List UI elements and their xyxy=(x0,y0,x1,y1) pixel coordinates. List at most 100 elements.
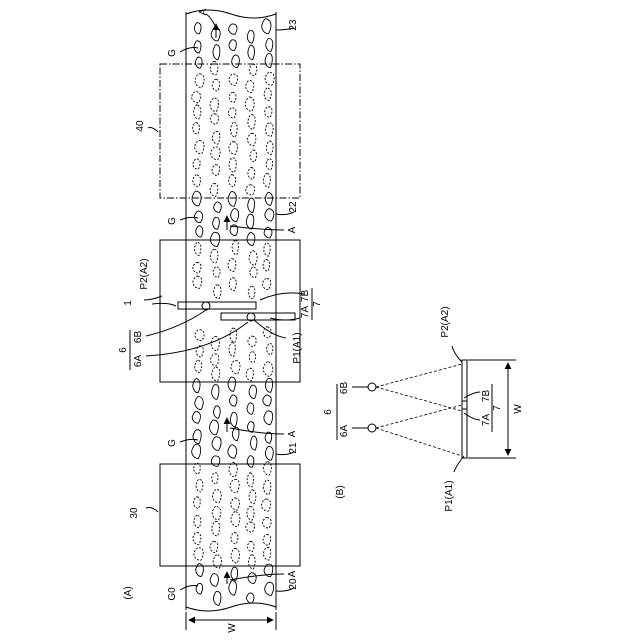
detail-p1-label: P1(A1) xyxy=(444,480,455,511)
granule xyxy=(246,214,253,229)
granule xyxy=(195,360,202,372)
detail-7b-label: 7B xyxy=(481,390,492,403)
granule xyxy=(265,54,272,68)
granule xyxy=(193,532,201,545)
granule xyxy=(228,191,236,206)
granule xyxy=(247,133,255,145)
gap-label-g0: G0 xyxy=(167,587,178,601)
unit-1-label: 1 xyxy=(123,300,134,306)
detail-6b-label: 6B xyxy=(339,382,350,395)
granule xyxy=(192,444,201,458)
granule xyxy=(212,437,221,451)
granule xyxy=(194,463,201,474)
granule xyxy=(263,395,271,406)
granule xyxy=(264,243,270,256)
granule xyxy=(193,122,200,134)
granule xyxy=(230,412,237,427)
web-granules xyxy=(192,19,274,606)
unit-30-box xyxy=(160,464,300,566)
granule xyxy=(229,142,238,155)
granule xyxy=(193,430,201,444)
granule xyxy=(247,541,254,551)
granule xyxy=(210,249,218,262)
unit-1-box xyxy=(160,240,300,382)
granule xyxy=(262,279,270,290)
granule xyxy=(265,446,273,460)
granule xyxy=(195,242,201,255)
web-granules-under-units xyxy=(192,61,275,569)
granule xyxy=(265,72,274,85)
granule xyxy=(210,574,218,587)
granule xyxy=(192,91,201,102)
granule xyxy=(210,232,219,246)
sensor-6-label: 6 xyxy=(118,347,129,353)
granule xyxy=(248,286,255,299)
granule xyxy=(248,115,255,130)
granule xyxy=(229,74,238,85)
granule xyxy=(230,395,237,406)
granule xyxy=(249,490,256,504)
granule xyxy=(229,581,237,595)
gap-label-22: G xyxy=(167,217,178,225)
web-bottom-break xyxy=(186,603,276,611)
granule xyxy=(248,573,256,584)
granule xyxy=(250,436,256,450)
granule xyxy=(194,548,203,560)
part-a: W 30 1 40 xyxy=(118,8,323,632)
granule xyxy=(249,352,255,363)
granule xyxy=(228,445,237,458)
granule xyxy=(193,379,200,393)
sensor-p2-label: P2(A2) xyxy=(139,258,150,289)
granule xyxy=(214,202,222,212)
granule xyxy=(212,79,219,91)
granule xyxy=(195,396,203,409)
granule xyxy=(247,507,254,521)
granule xyxy=(211,456,219,467)
granule xyxy=(265,192,272,205)
granule xyxy=(229,24,237,34)
arrow-a-label-23: A xyxy=(198,8,209,15)
granule xyxy=(212,473,218,484)
granule xyxy=(247,593,254,603)
unit-30: 30 xyxy=(129,464,300,566)
granule xyxy=(265,107,272,117)
granule xyxy=(250,150,256,162)
granule xyxy=(249,555,256,569)
web-width-label: W xyxy=(227,623,238,633)
granule xyxy=(211,336,219,350)
granule xyxy=(195,57,202,68)
granule xyxy=(228,259,236,272)
granule xyxy=(263,259,270,271)
granule xyxy=(210,61,218,74)
granule xyxy=(265,378,272,392)
granule xyxy=(266,159,273,170)
granule xyxy=(210,98,218,111)
gap-label-23: G xyxy=(167,49,178,57)
granule xyxy=(231,498,240,510)
granule xyxy=(248,167,255,179)
sensor-6b-label: 6B xyxy=(133,331,144,344)
web-width-dimension: W xyxy=(186,612,276,633)
granule xyxy=(195,74,204,88)
granule xyxy=(194,41,201,53)
granule xyxy=(264,88,271,101)
granule xyxy=(230,479,239,492)
granule xyxy=(213,267,220,278)
part-b-label: (B) xyxy=(335,485,346,498)
granule xyxy=(212,165,220,176)
granule xyxy=(212,367,220,381)
sensor-7b-label: 7B xyxy=(300,290,311,303)
granule xyxy=(210,541,218,552)
granule xyxy=(212,131,219,144)
granule xyxy=(193,175,201,187)
granule xyxy=(263,547,270,560)
granule xyxy=(231,209,239,222)
granule xyxy=(228,108,236,118)
granule xyxy=(229,278,236,291)
granule xyxy=(194,23,201,34)
sensor-p1-label: P1(A1) xyxy=(292,332,303,363)
granule xyxy=(229,92,236,102)
light-beams xyxy=(376,364,462,456)
granule xyxy=(229,462,237,476)
granule xyxy=(194,497,201,509)
